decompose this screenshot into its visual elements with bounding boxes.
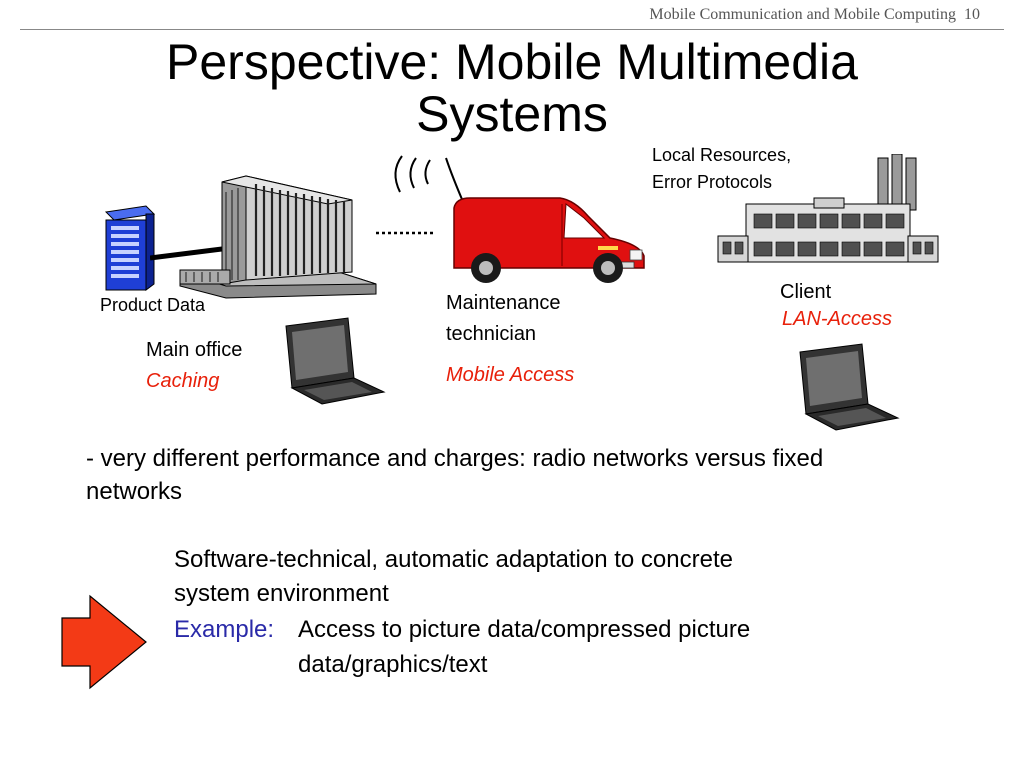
example-label: Example: — [174, 616, 275, 643]
example-line2: data/graphics/text — [298, 651, 488, 678]
network-cable — [150, 245, 230, 261]
adapt-line2: system environment — [174, 580, 389, 607]
bullet-line1: - very different performance and charges… — [86, 445, 824, 472]
office-building-icon — [179, 175, 377, 299]
technician-access: Mobile Access — [446, 364, 575, 386]
product-data-label: Product Data — [100, 295, 206, 315]
main-office-access: Caching — [146, 370, 220, 392]
slide-title: Perspective: Mobile Multimedia Systems — [0, 36, 1024, 140]
adapt-line1: Software-technical, automatic adaptation… — [174, 546, 733, 573]
local-resources-line1: Local Resources, — [652, 145, 792, 165]
radio-waves-icon — [394, 155, 465, 205]
page-number: 10 — [964, 6, 980, 23]
factory-icon — [717, 154, 939, 263]
server-icon — [104, 205, 156, 291]
local-resources-line2: Error Protocols — [652, 172, 773, 192]
client-label: Client — [780, 281, 832, 303]
course-title: Mobile Communication and Mobile Computin… — [649, 6, 956, 23]
client-access: LAN-Access — [782, 308, 893, 330]
dotted-link — [376, 231, 434, 235]
bullet-line2: networks — [86, 478, 183, 505]
laptop-icon-client — [799, 343, 900, 431]
laptop-icon-main-office — [285, 317, 386, 405]
header-divider — [20, 29, 1004, 30]
slide-title-line1: Perspective: Mobile Multimedia — [166, 34, 858, 90]
slide-title-line2: Systems — [416, 86, 608, 142]
technician-label-line1: Maintenance — [446, 292, 561, 314]
van-icon — [453, 197, 645, 283]
technician-label-line2: technician — [446, 323, 537, 345]
example-line1: Access to picture data/compressed pictur… — [298, 616, 751, 643]
main-office-label: Main office — [146, 339, 243, 361]
arrow-icon — [61, 594, 147, 690]
